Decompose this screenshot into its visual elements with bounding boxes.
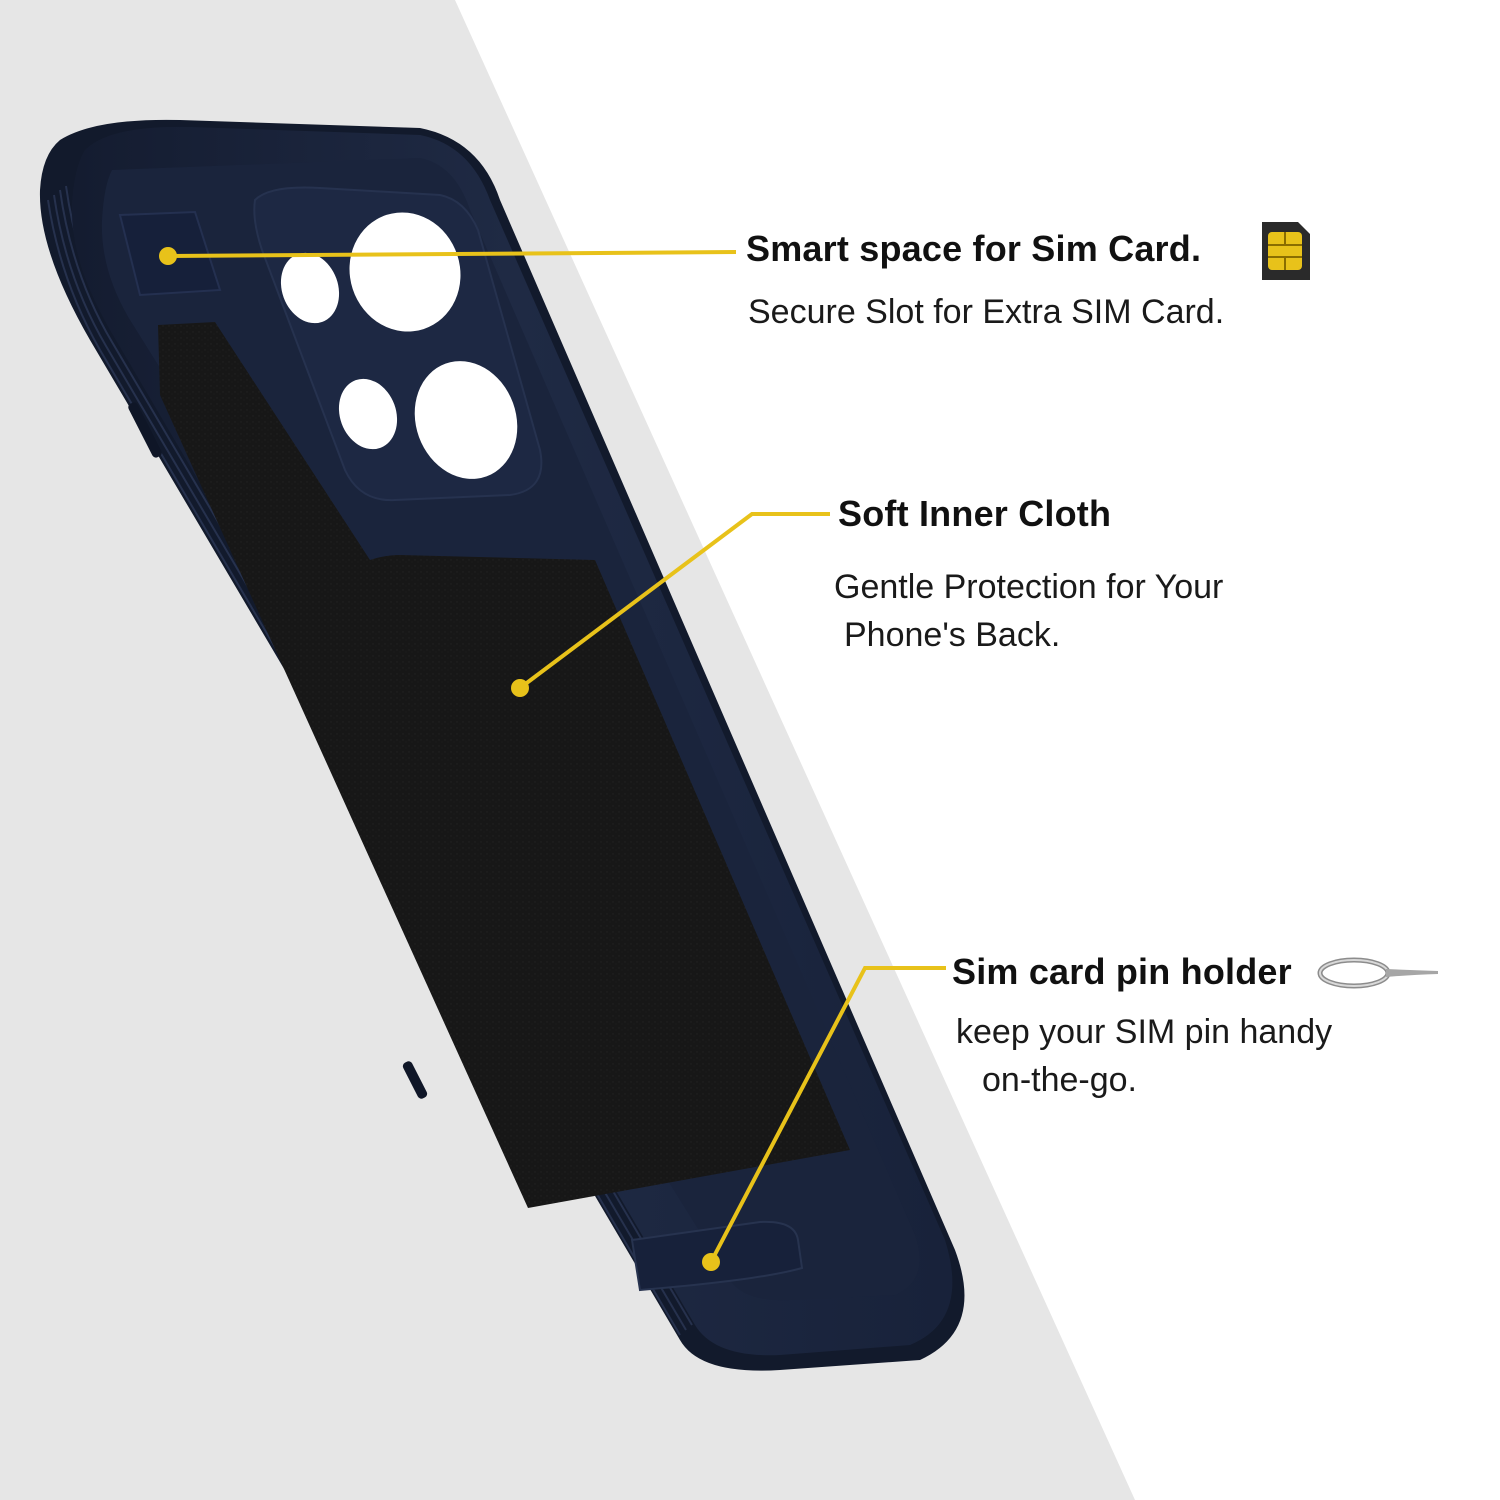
feature-desc-line: on-the-go. (982, 1061, 1137, 1099)
callout-dot-sim-card (159, 247, 177, 265)
phone-case (39, 119, 965, 1371)
camera-hole-small-left (280, 252, 340, 324)
feature-title-sim-space: Smart space for Sim Card. (746, 228, 1202, 269)
sim-eject-pin-icon (1317, 957, 1438, 989)
feature-desc-line: Phone's Back. (844, 616, 1061, 654)
feature-desc-line: keep your SIM pin handy (956, 1013, 1333, 1051)
feature-title-inner-cloth: Soft Inner Cloth (838, 493, 1112, 534)
camera-hole-large-top (349, 212, 461, 332)
side-button-bottom (402, 1061, 428, 1099)
feature-title-pin-holder: Sim card pin holder (952, 951, 1292, 992)
soft-inner-cloth (158, 322, 850, 1208)
callout-dot-inner-cloth (511, 679, 529, 697)
callout-line-pin-holder (709, 966, 946, 1263)
sim-card-icon (1262, 222, 1310, 280)
callout-line-sim-card (167, 250, 737, 258)
feature-desc-inner-cloth: Gentle Protection for Your Phone's Back. (834, 563, 1223, 659)
feature-desc-sim-space: Secure Slot for Extra SIM Card. (748, 288, 1224, 336)
callout-dot-pin-holder (702, 1253, 720, 1271)
feature-desc-line: Gentle Protection for Your (834, 568, 1224, 606)
camera-hole-small-bottom (338, 378, 398, 450)
side-button-top (128, 402, 162, 458)
feature-desc-line: Secure Slot for Extra SIM Card. (748, 293, 1225, 331)
feature-desc-pin-holder: keep your SIM pin handy on-the-go. (956, 1008, 1332, 1104)
camera-hole-large-bottom (414, 361, 518, 479)
callouts (167, 250, 946, 1263)
callout-line-inner-cloth (518, 512, 830, 690)
